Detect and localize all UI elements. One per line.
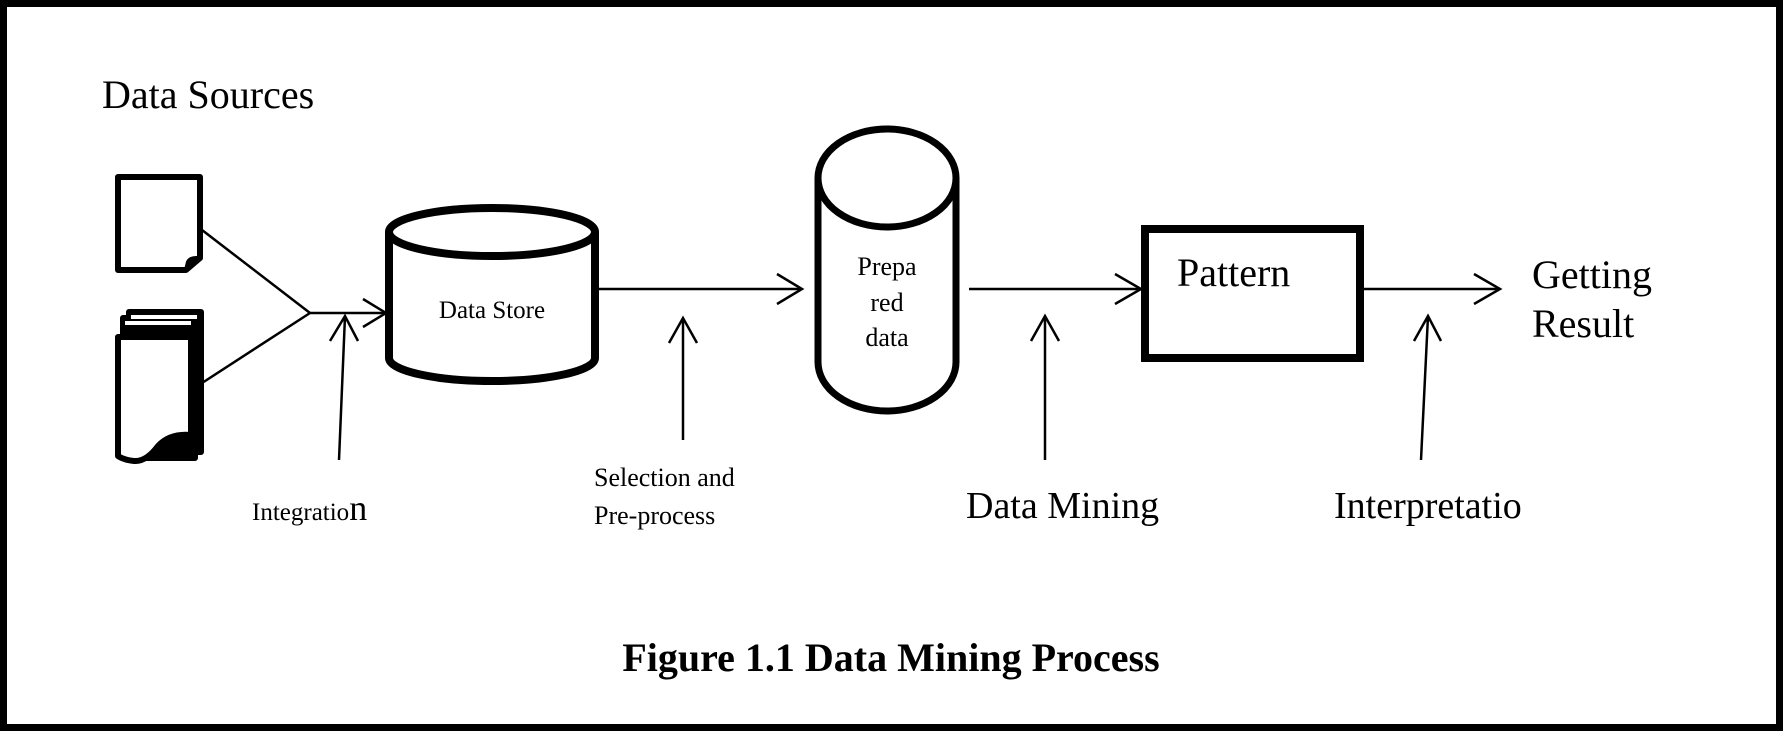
source-line-lower [201,311,311,385]
selection-label-line1: Selection and [594,463,735,492]
integration-label: Integration [252,488,367,528]
document-icon [115,174,203,273]
integration-label-tail: n [349,488,367,528]
interpretation-label: Interpretatio [1334,485,1522,527]
result-label-line1: Getting [1532,252,1652,297]
prepared-data-label-line1: Prepa [857,252,917,281]
data-mining-label: Data Mining [966,485,1159,527]
figure-caption: Figure 1.1 Data Mining Process [622,635,1159,680]
data-mining-arrow [1029,313,1061,460]
pattern-box [1141,225,1364,362]
source-line-upper [201,229,311,314]
data-sources-title: Data Sources [102,72,314,117]
arrow-to-pattern [969,272,1144,306]
prepared-data-label-line2: red [870,288,903,317]
arrow-to-result [1362,272,1503,306]
selection-label-line2: Pre-process [594,501,715,530]
interpretation-arrow [1412,313,1443,461]
multiple-documents-icon [115,309,204,465]
pattern-label: Pattern [1177,250,1290,295]
data-store-label: Data Store [439,297,545,324]
data-store-cylinder [385,204,599,385]
integration-label-main: Integratio [252,499,349,526]
selection-arrow [667,315,699,440]
result-label-line2: Result [1532,301,1634,346]
prepared-data-cylinder [814,125,960,415]
arrow-to-prepared-data [596,272,805,306]
integration-arrow [328,313,360,461]
prepared-data-label-line3: data [865,323,909,352]
